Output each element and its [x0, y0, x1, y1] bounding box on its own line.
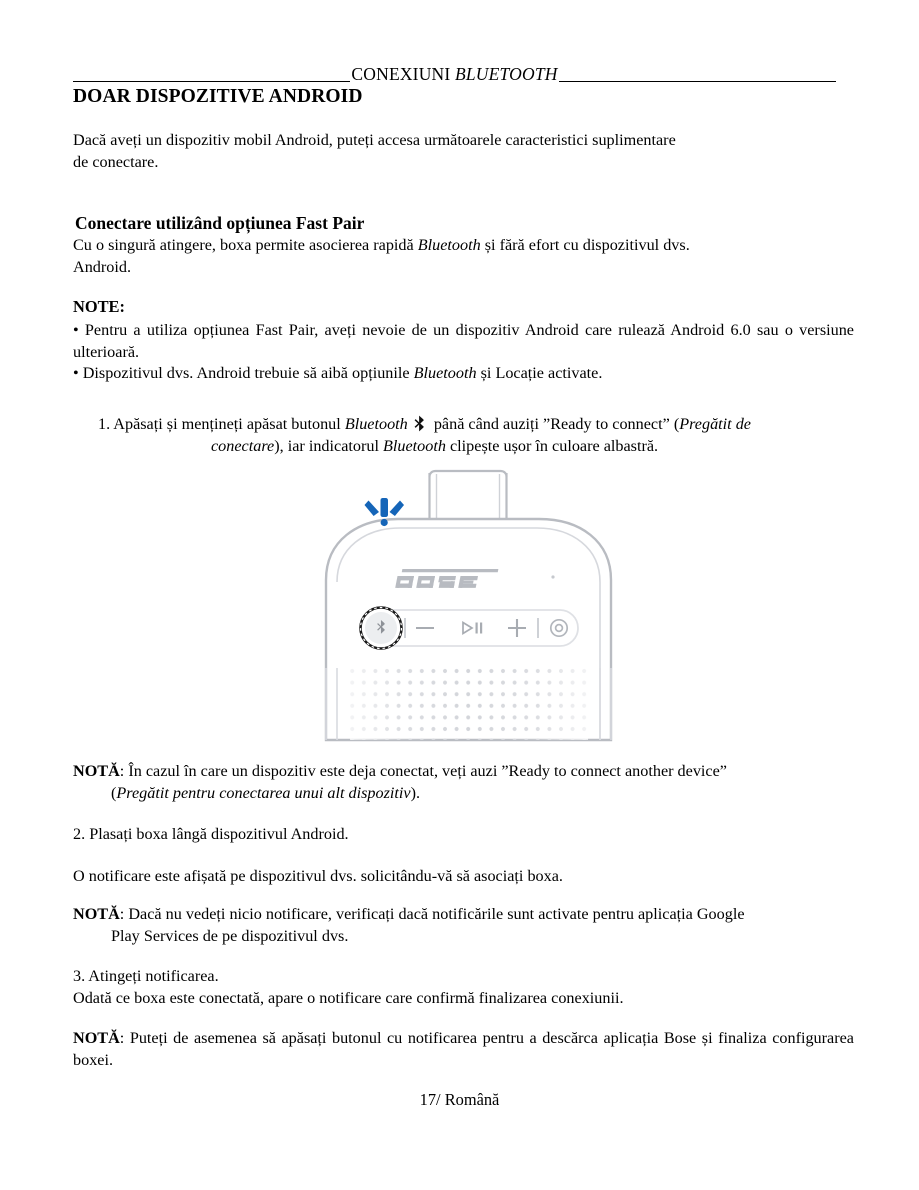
step-1-line-2-b: clipește ușor în culoare albastră. [445, 436, 659, 455]
bluetooth-indicator-light [364, 498, 404, 527]
step-1-text-b: până când auziți ”Ready to connect” ( [429, 415, 680, 433]
step-2-paragraph: 2. Plasați boxa lângă dispozitivul Andro… [73, 825, 349, 843]
note-1-line-2: (Pregătit pentru conectarea unui alt dis… [73, 783, 854, 805]
step-2-followup: O notificare este afișată pe dispozitivu… [73, 867, 563, 885]
intro-paragraph: Dacă aveți un dispozitiv mobil Android, … [73, 131, 676, 171]
control-button-bar [359, 606, 579, 650]
note-1: NOTĂ: În cazul în care un dispozitiv est… [73, 761, 854, 804]
section-heading-fast-pair: Conectare utilizând opțiunea Fast Pair [75, 213, 365, 233]
header-rule-right [558, 80, 836, 82]
bluetooth-word: Bluetooth [417, 236, 481, 254]
step-3-line-1: 3. Atingeți notificarea. [73, 967, 219, 985]
fast-pair-text-a: Cu o singură atingere, boxa permite asoc… [73, 236, 418, 254]
fast-pair-text-b: și fără efort cu dispozitivul dvs. Andro… [73, 236, 690, 276]
note-1-italic: Pregătit pentru conectarea unui alt disp… [116, 783, 411, 802]
bluetooth-word: Bluetooth [383, 436, 446, 455]
note-label: NOTE: [73, 297, 125, 316]
fast-pair-paragraph: Cu o singură atingere, boxa permite asoc… [73, 235, 693, 278]
bluetooth-icon [413, 415, 426, 432]
note-2-line-2: Play Services de pe dispozitivul dvs. [111, 926, 349, 945]
note-3-text: : Puteți de asemenea să apăsați butonul … [73, 1029, 854, 1069]
play-pause-icon [462, 620, 483, 636]
note-2-line-1: : Dacă nu vedeți nicio notificare, verif… [119, 905, 745, 923]
bluetooth-word: Bluetooth [413, 364, 477, 382]
header-title: CONEXIUNI BLUETOOTH [350, 65, 558, 84]
step-1-text-a: 1. Apăsați și mențineți apăsat butonul [98, 415, 345, 433]
note-1-line-1: : În cazul în care un dispozitiv este de… [119, 762, 727, 780]
header-rule-left [73, 80, 351, 82]
step-3-line-2: Odată ce boxa este conectată, apare o no… [73, 988, 624, 1007]
header-title-italic: BLUETOOTH [454, 64, 558, 84]
volume-up-icon [508, 619, 526, 637]
step-1-line-1: 1. Apăsați și mențineți apăsat butonul B… [98, 414, 854, 436]
note-bullet-1: • Pentru a utiliza opțiunea Fast Pair, a… [73, 321, 854, 361]
step-1-line-2-a: ), iar indicatorul [274, 436, 383, 455]
running-header: CONEXIUNI BLUETOOTH [73, 60, 836, 84]
note-1-paren-close: ). [410, 783, 421, 802]
speaker-side-bezel [325, 668, 612, 740]
bluetooth-icon [377, 619, 385, 634]
speaker-handle [428, 469, 508, 523]
page-title: DOAR DISPOZITIVE ANDROID [73, 86, 363, 107]
bluetooth-word: Bluetooth [344, 415, 408, 433]
speaker-body-inner-outline [336, 527, 601, 740]
note-bullet-2-b: și Locație activate. [476, 364, 603, 382]
note-1-paren-open: ( [111, 783, 117, 802]
note-bullet-2-a: • Dispozitivul dvs. Android trebuie să a… [73, 364, 414, 382]
step-1-italic-head: conectare [211, 436, 275, 455]
bose-logo [395, 569, 499, 588]
speaker-grille [350, 668, 588, 740]
step-3-paragraph: 3. Atingeți notificarea. Odată ce boxa e… [73, 966, 854, 1009]
multifunction-icon [549, 618, 569, 638]
note-bullet-2: • Dispozitivul dvs. Android trebuie să a… [73, 363, 854, 385]
step-1-line-2: conectare), iar indicatorul Bluetooth cl… [98, 436, 854, 458]
note-2: NOTĂ: Dacă nu vedeți nicio notificare, v… [73, 904, 854, 947]
note-3: NOTĂ: Puteți de asemenea să apăsați buto… [73, 1028, 854, 1071]
note-1-label: NOTĂ [73, 762, 120, 780]
header-title-plain: CONEXIUNI [351, 64, 455, 84]
bose-speaker-diagram [300, 468, 640, 748]
page-footer: 17/ Română [419, 1090, 500, 1109]
microphone-pinhole [551, 575, 555, 579]
note-3-label: NOTĂ [73, 1029, 120, 1047]
note-2-label: NOTĂ [73, 905, 120, 923]
step-1-italic-tail: Pregătit de [679, 415, 751, 433]
step-1-paragraph: 1. Apăsați și mențineți apăsat butonul B… [98, 414, 854, 457]
